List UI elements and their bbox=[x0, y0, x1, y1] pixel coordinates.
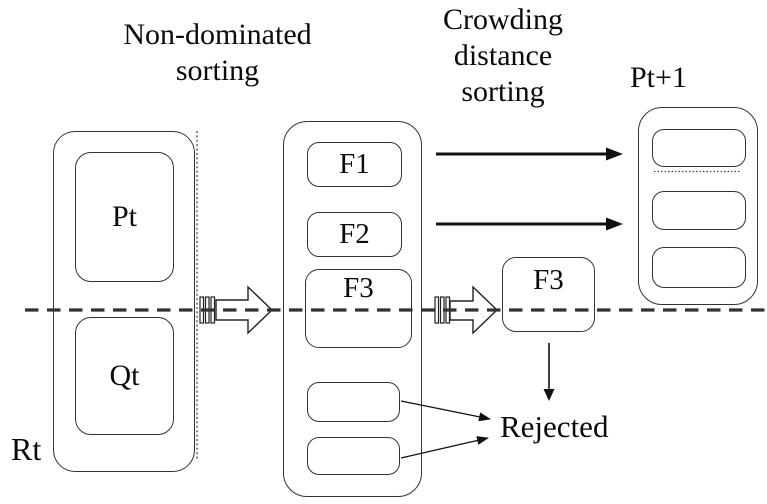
offspring-population-label: Qt bbox=[109, 359, 140, 392]
rejected-front-box-1 bbox=[307, 382, 400, 422]
parent-population-box: Pt bbox=[75, 152, 174, 282]
front-f2-label: F2 bbox=[339, 218, 370, 250]
title-crowding-line3: sorting bbox=[461, 75, 545, 108]
title-crowding-line2: distance bbox=[453, 39, 553, 72]
title-non-dominated-line2: sorting bbox=[175, 54, 260, 87]
title-crowding-distance-sorting: Crowding distance sorting bbox=[423, 2, 583, 110]
solid-right-arrow-icon bbox=[436, 217, 623, 231]
front-f3-label: F3 bbox=[343, 272, 374, 304]
rejected-front-box-2 bbox=[307, 437, 400, 475]
front-f1-box: F1 bbox=[307, 142, 402, 187]
rejected-label: Rejected bbox=[500, 409, 609, 444]
title-non-dominated-line1: Non-dominated bbox=[123, 18, 312, 51]
hollow-right-arrow-with-hatch-tail-icon bbox=[199, 285, 274, 335]
solid-right-arrow-icon bbox=[436, 147, 623, 161]
hollow-right-arrow-with-hatch-tail-icon bbox=[434, 285, 499, 335]
offspring-population-box: Qt bbox=[75, 317, 174, 435]
f3-crowding-label: F3 bbox=[533, 264, 564, 296]
title-crowding-line1: Crowding bbox=[443, 3, 563, 36]
next-population-slot-2 bbox=[652, 191, 746, 230]
combined-population-label: Rt bbox=[11, 431, 42, 467]
f3-crowding-box: F3 bbox=[502, 257, 595, 332]
next-population-slot-3 bbox=[652, 247, 746, 288]
next-population-slot-1 bbox=[652, 129, 746, 167]
parent-population-label: Pt bbox=[111, 200, 138, 233]
title-non-dominated-sorting: Non-dominated sorting bbox=[95, 17, 340, 89]
label-next-population-pt1: Pt+1 bbox=[630, 61, 687, 94]
front-f1-label: F1 bbox=[339, 148, 370, 180]
thin-down-arrow-icon bbox=[543, 343, 555, 401]
front-f3-box: F3 bbox=[305, 269, 412, 348]
front-f2-box: F2 bbox=[307, 212, 402, 257]
